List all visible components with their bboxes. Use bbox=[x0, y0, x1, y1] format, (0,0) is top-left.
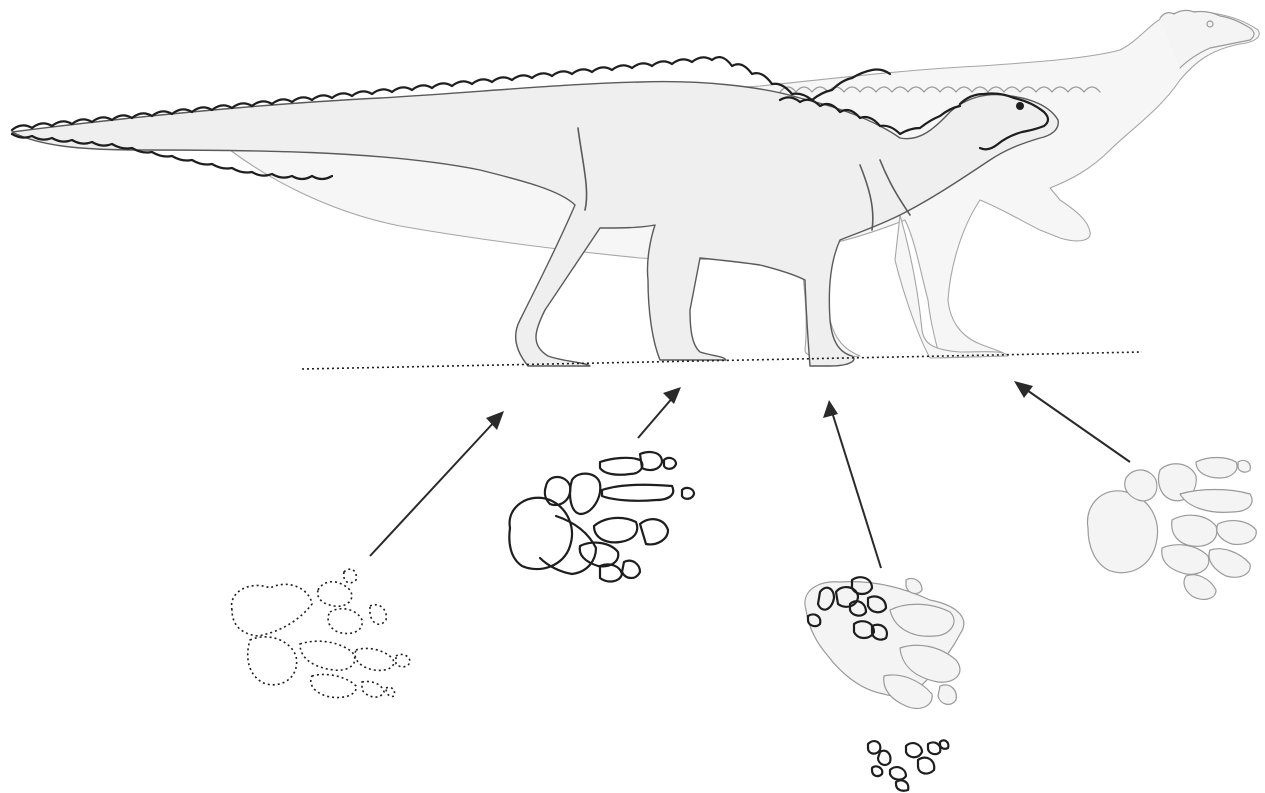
arrow-solid-footprint bbox=[638, 387, 681, 438]
manus-print-cluster bbox=[868, 740, 948, 790]
faint-footprint bbox=[1087, 458, 1256, 600]
arrowhead bbox=[823, 400, 838, 418]
arrow-faint-footprint bbox=[1014, 381, 1130, 462]
dark-dinosaur-eye bbox=[1016, 102, 1024, 110]
arrow-line bbox=[1024, 388, 1130, 462]
arrowhead bbox=[663, 387, 681, 404]
arrow-dotted-footprint bbox=[370, 411, 504, 556]
ground-line bbox=[302, 352, 1142, 369]
arrow-line bbox=[832, 412, 881, 568]
arrow-line bbox=[370, 420, 496, 556]
arrow-mixed-footprint bbox=[823, 400, 881, 568]
arrowhead bbox=[1014, 381, 1033, 398]
arrow-line bbox=[638, 396, 674, 438]
solid-footprint bbox=[509, 452, 694, 581]
mixed-footprint bbox=[805, 577, 964, 708]
dotted-footprint bbox=[232, 569, 410, 697]
